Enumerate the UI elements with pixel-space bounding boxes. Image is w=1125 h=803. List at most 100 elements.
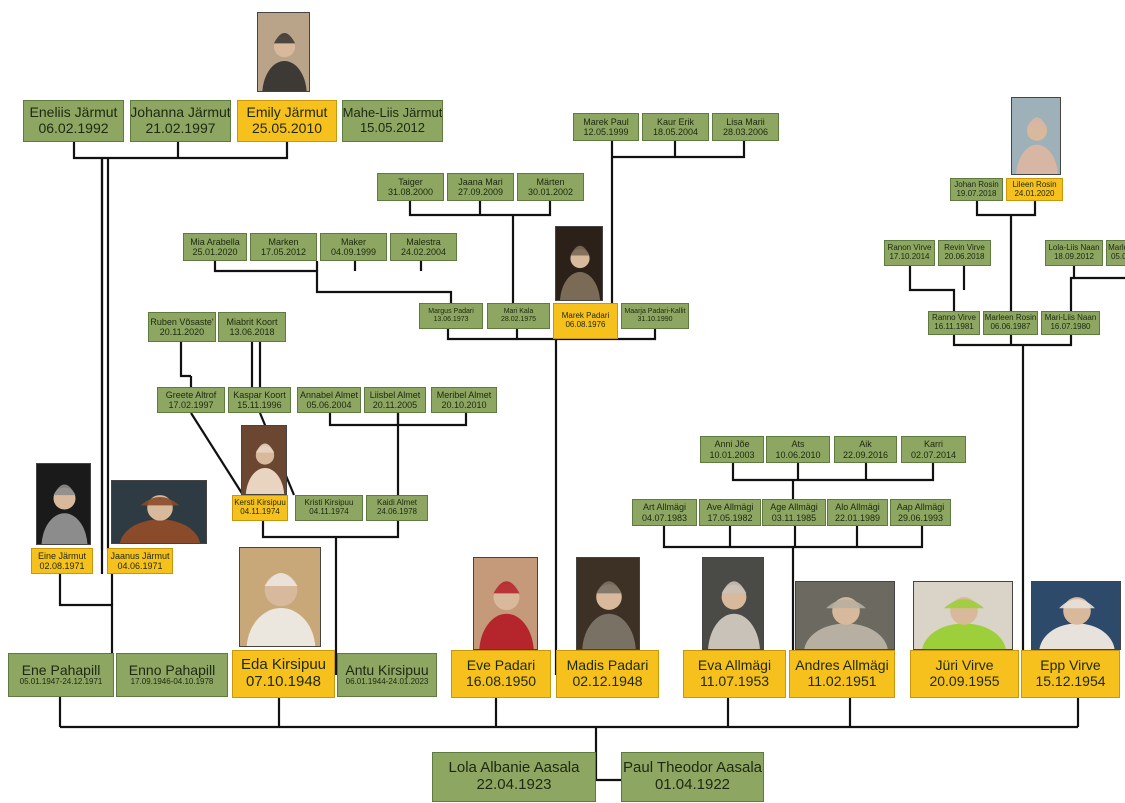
person-date: 16.08.1950 xyxy=(465,673,537,689)
connector-line xyxy=(179,342,191,378)
person-date: 17.02.1997 xyxy=(168,400,214,410)
person-name: Eda Kirsipuu xyxy=(240,656,327,674)
person-date: 24.01.2020 xyxy=(1014,188,1055,198)
person-date: 27.09.2009 xyxy=(457,187,504,197)
person-date: 20.10.2010 xyxy=(441,400,487,410)
person-date: 16.07.1980 xyxy=(1050,322,1091,331)
connector-line xyxy=(213,261,453,303)
person-date: 04.11.1974 xyxy=(240,507,280,516)
person-date: 04.06.1971 xyxy=(117,561,163,571)
person-name: Ene Pahapill xyxy=(21,661,101,678)
person-name: Paul Theodor Aasala xyxy=(623,759,762,777)
person-date: 12.05.1999 xyxy=(583,127,629,137)
person-name: Lileen Rosin xyxy=(1012,179,1057,189)
person-name: Marleen Rosin xyxy=(984,313,1037,323)
person-date: 05.05.2006 xyxy=(1110,252,1125,261)
person-date: 22.04.1923 xyxy=(476,776,552,793)
person-name: Marek Padari xyxy=(561,311,610,321)
person-name: Karri xyxy=(923,439,943,450)
person-date: 28.02.1975 xyxy=(500,316,537,323)
person-date: 13.06.2018 xyxy=(229,327,275,337)
person-name: Marlon Naan xyxy=(1108,243,1125,253)
person-name: Kristi Kirsipuu xyxy=(304,498,354,508)
connector-line xyxy=(446,329,657,341)
person-date: 02.07.2014 xyxy=(910,449,957,460)
person-card-ruben: Ruben Võsaste'20.11.2020 xyxy=(148,312,216,342)
person-date: 06.08.1976 xyxy=(565,320,606,329)
person-date: 03.11.1985 xyxy=(771,512,817,523)
person-name: Marek Paul xyxy=(583,116,629,127)
portrait-photo-eve xyxy=(473,557,538,650)
person-date: 21.02.1997 xyxy=(145,120,216,136)
person-name: Eva Allmägi xyxy=(697,657,772,674)
person-name: Kersti Kirsipuu xyxy=(234,498,286,508)
person-date: 06.06.1987 xyxy=(990,322,1031,331)
portrait-photo-andres xyxy=(795,581,895,650)
connector-line xyxy=(190,412,244,496)
person-name: Lola Albanie Aasala xyxy=(448,759,580,777)
portrait-photo-emily xyxy=(257,12,310,92)
person-date: 28.03.2006 xyxy=(722,127,769,137)
person-date: 17.09.1946-04.10.1978 xyxy=(130,677,214,687)
person-date: 20.09.1955 xyxy=(929,673,1000,689)
person-name: Greete Altrof xyxy=(165,389,217,400)
person-date: 11.02.1951 xyxy=(807,673,877,689)
person-name: Mahe-Liis Järmut xyxy=(342,105,443,121)
person-name: Alo Allmägi xyxy=(835,502,880,513)
person-name: Ranon Virve xyxy=(887,243,932,253)
connector-line xyxy=(731,463,935,482)
person-date: 20.11.2005 xyxy=(372,400,418,410)
person-name: Maker xyxy=(340,236,366,247)
person-name: Enno Pahapill xyxy=(128,661,216,678)
person-date: 31.08.2000 xyxy=(387,187,434,197)
person-date: 30.01.2002 xyxy=(527,187,574,197)
person-date: 07.10.1948 xyxy=(245,673,322,690)
person-name: Antu Kirsipuu xyxy=(345,661,429,678)
person-date: 29.06.1993 xyxy=(897,512,944,523)
person-date: 17.05.1982 xyxy=(707,512,753,523)
person-date: 13.06.1973 xyxy=(433,316,469,323)
person-name: Meribel Almet xyxy=(436,389,492,400)
person-date: 04.11.1974 xyxy=(309,507,349,516)
person-name: Eve Padari xyxy=(466,657,536,674)
connector-line xyxy=(72,142,289,160)
portrait-photo-madis xyxy=(576,557,640,650)
portrait-photo-eva xyxy=(702,557,764,650)
person-date: 02.08.1971 xyxy=(39,561,85,571)
portrait-photo-jaanus xyxy=(111,480,207,544)
person-name: Lisa Marii xyxy=(726,116,765,127)
person-name: Art Allmägi xyxy=(642,502,686,513)
connector-line xyxy=(662,526,924,549)
person-name: Johan Rosin xyxy=(954,179,999,189)
person-name: Annabel Almet xyxy=(299,389,359,400)
person-name: Aik xyxy=(859,439,872,450)
person-name: Anni Jõe xyxy=(714,439,750,450)
person-date: 06.01.1944-24.01.2023 xyxy=(345,677,429,687)
